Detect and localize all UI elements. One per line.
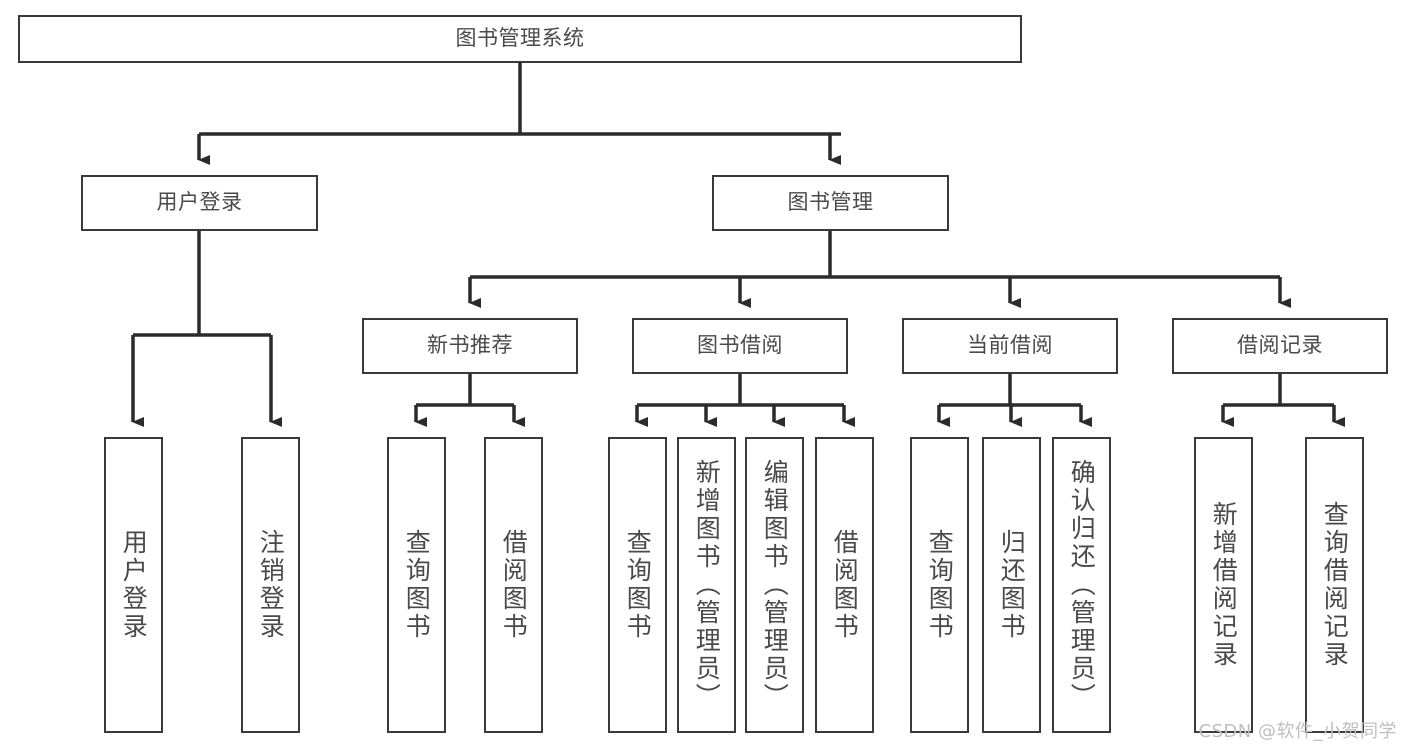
node-current-borrow[interactable]: 当前借阅 [902, 318, 1118, 374]
leaf-query-book-recommend-label: 查询图书 [402, 529, 432, 641]
node-book-management-label: 图书管理 [787, 190, 874, 215]
leaf-borrow-book-label: 借阅图书 [830, 529, 860, 641]
node-book-borrow[interactable]: 图书借阅 [632, 318, 848, 374]
leaf-query-book-recommend[interactable]: 查询图书 [387, 437, 446, 733]
leaf-logout[interactable]: 注销登录 [241, 437, 300, 733]
leaf-borrow-book[interactable]: 借阅图书 [815, 437, 874, 733]
leaf-user-login-label: 用户登录 [119, 529, 149, 641]
leaf-query-book-borrow[interactable]: 查询图书 [608, 437, 667, 733]
leaf-edit-book-admin-label: 编辑图书（管理员） [760, 459, 790, 711]
node-root-label: 图书管理系统 [455, 26, 585, 51]
node-current-borrow-label: 当前借阅 [967, 333, 1053, 358]
leaf-return-book-label: 归还图书 [997, 529, 1027, 641]
watermark-text: CSDN @软件_小贺同学 [1198, 721, 1397, 742]
leaf-query-book-current-label: 查询图书 [925, 529, 955, 641]
node-borrow-record-label: 借阅记录 [1237, 333, 1323, 358]
node-user-login[interactable]: 用户登录 [81, 175, 318, 231]
leaf-user-login[interactable]: 用户登录 [104, 437, 163, 733]
leaf-borrow-book-recommend-label: 借阅图书 [499, 529, 529, 641]
leaf-edit-book-admin[interactable]: 编辑图书（管理员） [745, 437, 804, 733]
node-new-book-recommend-label: 新书推荐 [427, 333, 513, 358]
leaf-query-book-current[interactable]: 查询图书 [910, 437, 969, 733]
leaf-add-book-admin[interactable]: 新增图书（管理员） [677, 437, 736, 733]
node-borrow-record[interactable]: 借阅记录 [1172, 318, 1388, 374]
node-new-book-recommend[interactable]: 新书推荐 [362, 318, 578, 374]
leaf-query-borrow-record-label: 查询借阅记录 [1320, 501, 1350, 669]
node-user-login-label: 用户登录 [156, 190, 243, 215]
leaf-confirm-return-admin[interactable]: 确认归还（管理员） [1052, 437, 1111, 733]
leaf-return-book[interactable]: 归还图书 [982, 437, 1041, 733]
leaf-add-borrow-record-label: 新增借阅记录 [1209, 501, 1239, 669]
leaf-query-book-borrow-label: 查询图书 [623, 529, 653, 641]
node-root[interactable]: 图书管理系统 [18, 15, 1022, 63]
leaf-add-book-admin-label: 新增图书（管理员） [692, 459, 722, 711]
node-book-borrow-label: 图书借阅 [697, 333, 783, 358]
leaf-query-borrow-record[interactable]: 查询借阅记录 [1305, 437, 1364, 733]
node-book-management[interactable]: 图书管理 [712, 175, 949, 231]
leaf-borrow-book-recommend[interactable]: 借阅图书 [484, 437, 543, 733]
leaf-confirm-return-admin-label: 确认归还（管理员） [1067, 459, 1097, 711]
leaf-add-borrow-record[interactable]: 新增借阅记录 [1194, 437, 1253, 733]
leaf-logout-label: 注销登录 [256, 529, 286, 641]
